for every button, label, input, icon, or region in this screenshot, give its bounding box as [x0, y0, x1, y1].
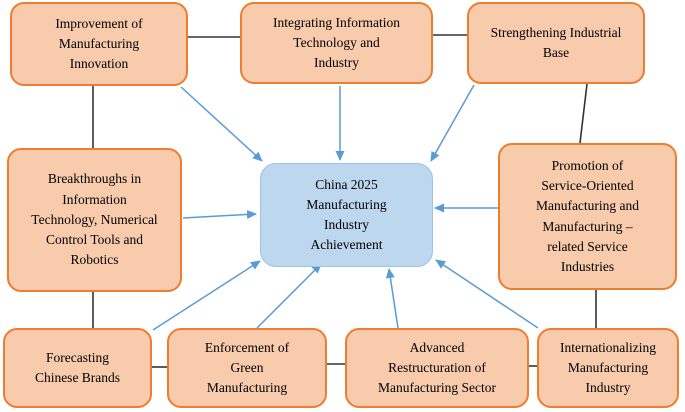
center-node-china-2025-achievement: China 2025 Manufacturing Industry Achiev…	[260, 163, 433, 267]
node-promotion-service-oriented-manufacturing: Promotion of Service-Oriented Manufactur…	[498, 143, 677, 290]
arrow-breakthroughs-to-center	[182, 209, 257, 219]
node-label: Forecasting Chinese Brands	[34, 349, 121, 385]
node-link-lines	[92, 34, 597, 368]
link-strengthening-promotion	[579, 83, 588, 144]
center-arrow-lines	[152, 84, 539, 331]
node-label: Internationalizing Manufacturing Industr…	[560, 339, 656, 396]
node-label: Breakthroughs in Information Technology,…	[31, 171, 158, 268]
arrow-internationalizing-to-center	[435, 259, 539, 329]
node-label: Strengthening Industrial Base	[490, 24, 622, 60]
node-strengthening-industrial-base: Strengthening Industrial Base	[467, 2, 645, 84]
node-label: Improvement of Manufacturing Innovation	[55, 15, 143, 72]
node-advanced-restructuration: Advanced Restructuration of Manufacturin…	[345, 328, 529, 408]
arrow-advanced-to-center	[385, 268, 399, 329]
node-label: Enforcement of Green Manufacturing	[204, 339, 290, 396]
node-label: Promotion of Service-Oriented Manufactur…	[535, 157, 640, 274]
node-internationalizing-manufacturing: Internationalizing Manufacturing Industr…	[537, 328, 679, 408]
node-integrating-information-technology: Integrating Information Technology and I…	[240, 2, 433, 84]
node-breakthroughs-in-it-nc-robotics: Breakthroughs in Information Technology,…	[7, 148, 182, 292]
center-node-label: China 2025 Manufacturing Industry Achiev…	[306, 176, 387, 253]
arrow-strengthening-to-center	[430, 84, 475, 162]
node-forecasting-chinese-brands: Forecasting Chinese Brands	[3, 328, 152, 408]
node-label: Advanced Restructuration of Manufacturin…	[377, 339, 497, 396]
node-label: Integrating Information Technology and I…	[272, 14, 401, 71]
node-improvement-of-manufacturing-innovation: Improvement of Manufacturing Innovation	[10, 2, 188, 86]
arrow-forecasting-to-center	[152, 260, 261, 331]
arrow-enforcement-to-center	[256, 263, 322, 329]
arrow-improvement-to-center	[180, 86, 263, 162]
node-enforcement-green-manufacturing: Enforcement of Green Manufacturing	[167, 328, 327, 408]
